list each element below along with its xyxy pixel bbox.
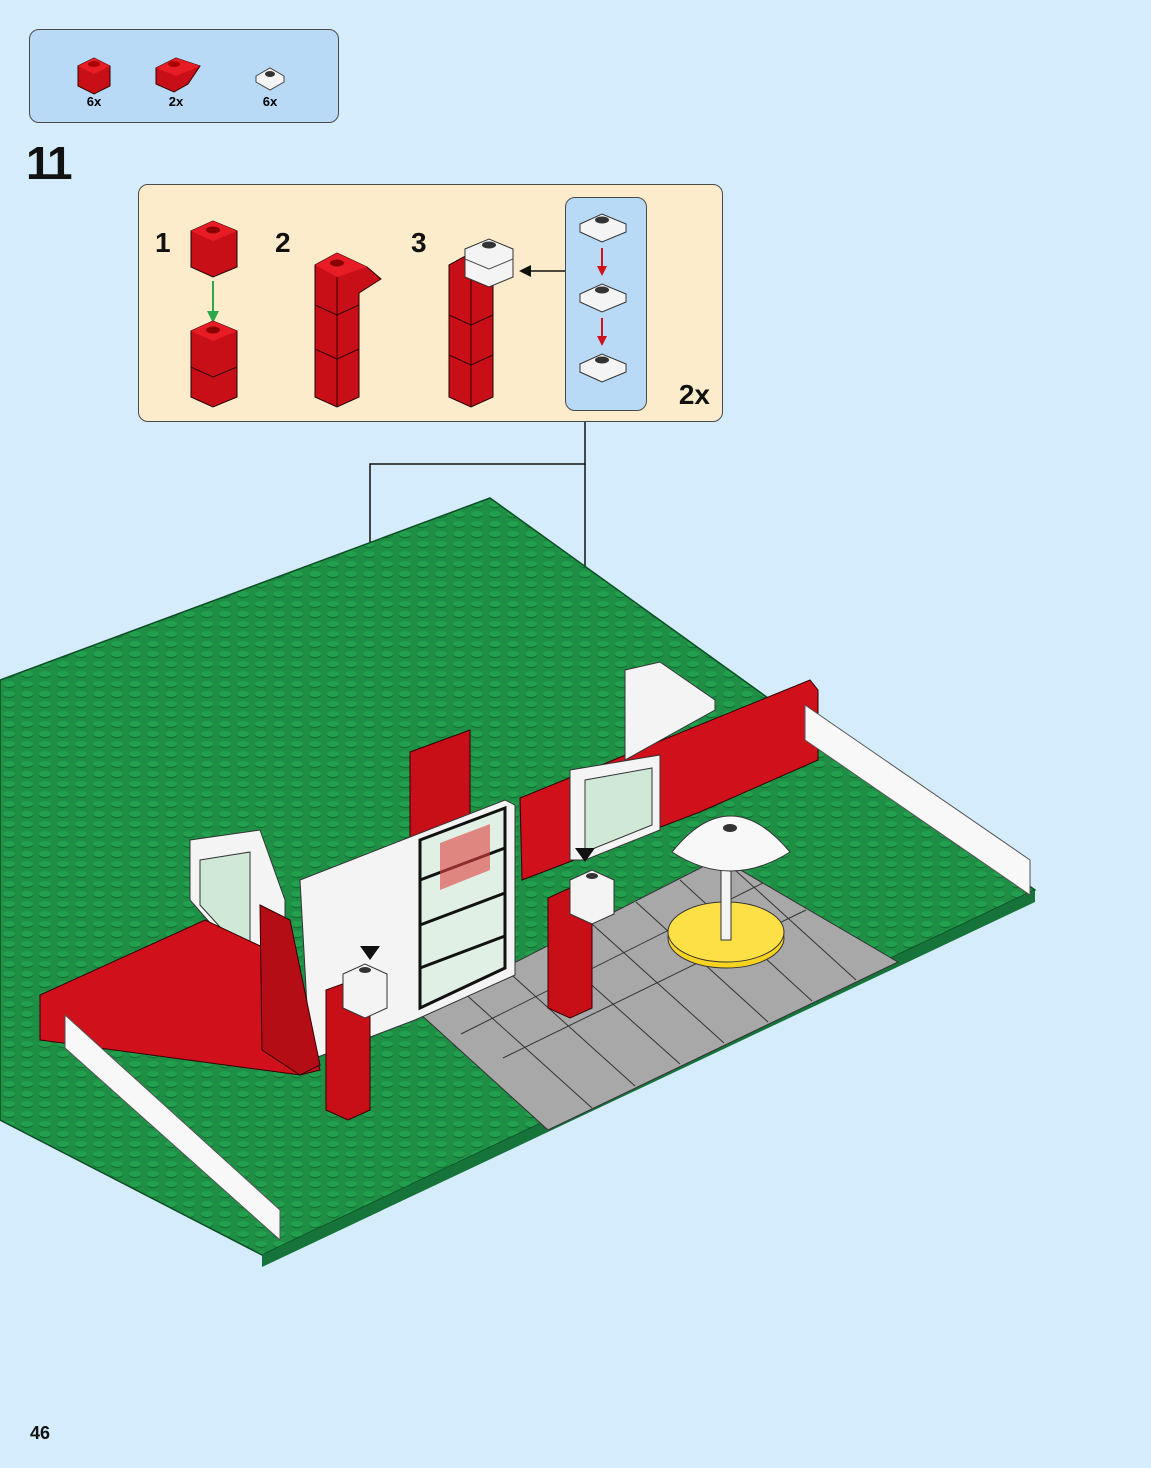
plate-stack-illustration xyxy=(579,213,627,383)
part-qty: 2x xyxy=(168,94,184,109)
sub-assembly-box: 1 2 3 xyxy=(138,184,723,422)
sub-step-2-illustration xyxy=(314,252,382,408)
fence-right xyxy=(804,704,1031,896)
sub-step-3-label: 3 xyxy=(411,227,427,258)
part-qty: 6x xyxy=(262,94,278,109)
clear-plate-1x1-icon xyxy=(255,67,285,91)
sub-step-1-illustration xyxy=(190,220,238,408)
fence-left xyxy=(64,1013,281,1242)
sub-step-1-label: 1 xyxy=(155,227,171,258)
part-qty: 6x xyxy=(86,94,102,109)
sub-step-3-illustration xyxy=(448,238,514,408)
step-number: 11 xyxy=(26,137,73,189)
red-brick-1x1-icon xyxy=(77,57,111,95)
sub-assembly-multiplier: 2x xyxy=(678,379,710,410)
umbrella-table xyxy=(667,815,791,969)
sub-step-2-label: 2 xyxy=(275,227,291,258)
sub-sub-assembly-box xyxy=(565,197,647,411)
arrow-left-icon xyxy=(519,265,567,277)
red-slope-brick-icon xyxy=(155,57,201,93)
page-number: 46 xyxy=(30,1423,51,1443)
parts-list-box: 6x 2x 6x xyxy=(29,29,339,123)
